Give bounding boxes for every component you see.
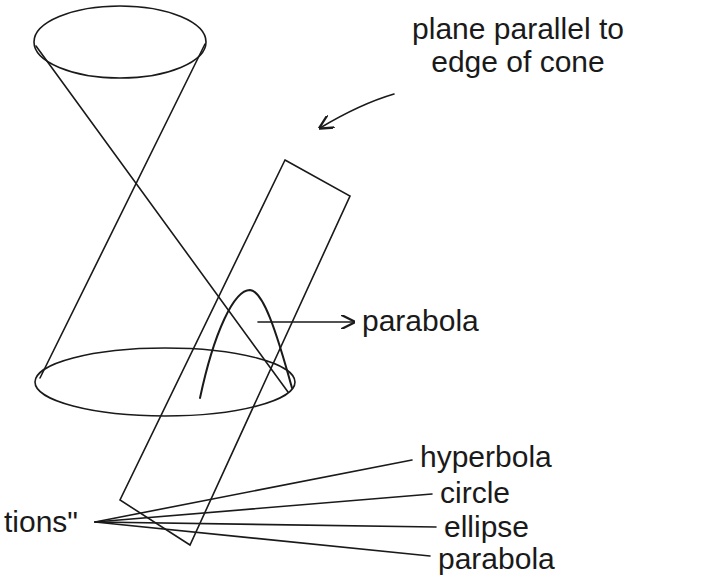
conic-name: ellipse: [444, 510, 529, 543]
plane-note: plane parallel to edge of cone: [398, 12, 638, 78]
leader-arrow: [258, 321, 354, 323]
leader-line: [95, 522, 436, 527]
leader-line: [95, 522, 430, 556]
group-note: tions": [4, 505, 78, 538]
leader-line: [95, 460, 412, 522]
leader-line: [95, 494, 432, 522]
leader-arrow: [320, 94, 394, 128]
cone-top-rim: [34, 6, 206, 78]
parabola-curve: [200, 290, 292, 398]
conic-name: hyperbola: [420, 440, 552, 473]
cone-edge: [40, 44, 205, 378]
cutting-plane: [120, 160, 350, 545]
curve-label: parabola: [362, 304, 479, 337]
conic-name: parabola: [438, 542, 555, 575]
cone-edge: [36, 46, 288, 392]
conic-name: circle: [440, 476, 510, 509]
